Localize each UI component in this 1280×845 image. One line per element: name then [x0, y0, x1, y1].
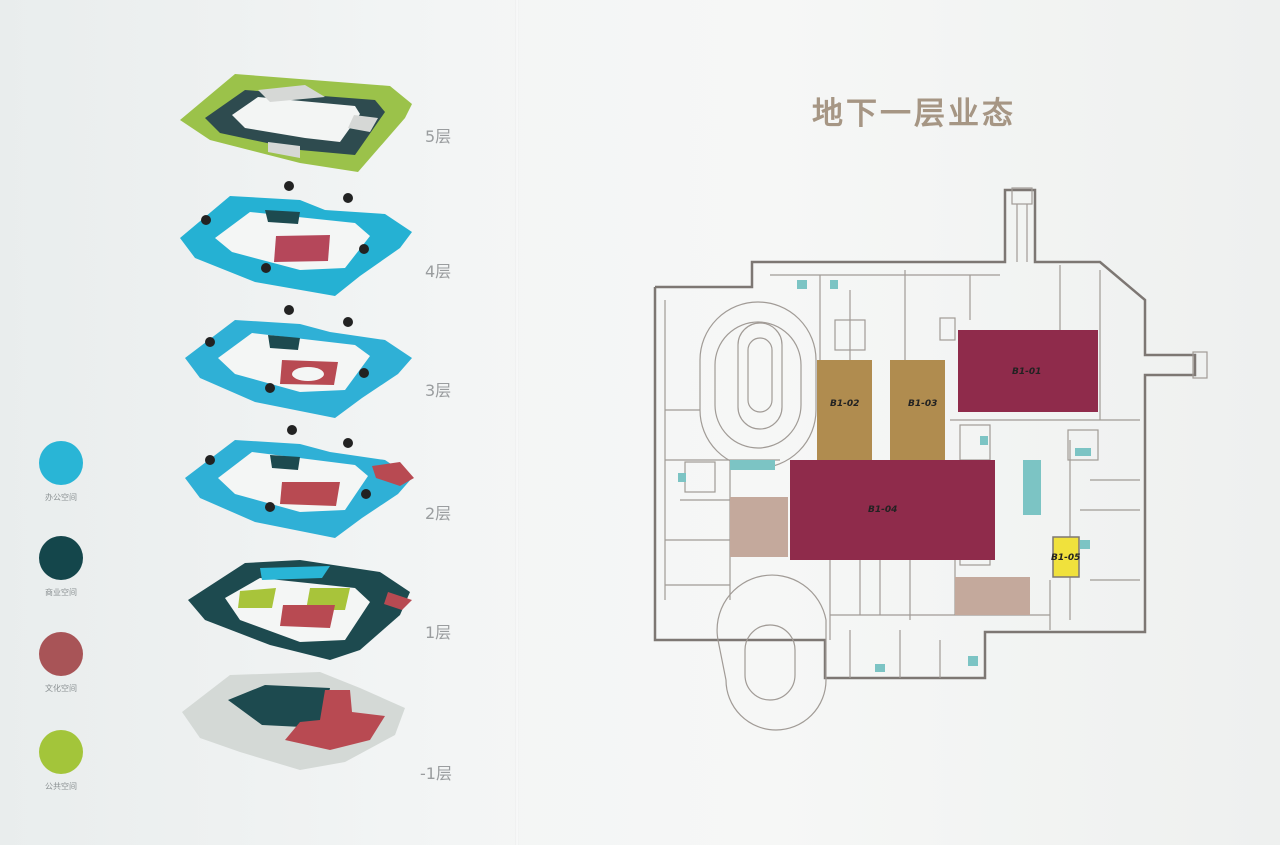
- floor-label-3: 3层: [425, 381, 452, 400]
- floor-1-plan: [188, 560, 412, 660]
- marker-4f-3: [343, 193, 353, 203]
- floor-5-plan: [180, 74, 412, 172]
- unit-label-b1-02: B1-02: [830, 399, 859, 409]
- unlabeled-space-west: [730, 497, 788, 557]
- unlabeled-space-south: [955, 577, 1030, 615]
- unit-label-b1-01: B1-01: [1012, 367, 1041, 377]
- floor-label-b1: -1层: [420, 764, 452, 783]
- legend-swatch-culture: [39, 632, 83, 676]
- unit-label-b1-05: B1-05: [1051, 553, 1080, 563]
- unit-label-b1-03: B1-03: [908, 399, 937, 409]
- marker-3f-5: [265, 383, 275, 393]
- floor-label-2: 2层: [425, 504, 452, 523]
- floor-2-plan: [185, 425, 414, 538]
- marker-2f-5: [265, 502, 275, 512]
- marker-4f-1: [201, 215, 211, 225]
- page-fold: [515, 0, 519, 845]
- legend-item-public: 公共空间: [36, 730, 86, 792]
- marker-3f-2: [284, 305, 294, 315]
- marker-4f-4: [359, 244, 369, 254]
- unit-b1-05[interactable]: B1-05: [1051, 536, 1080, 578]
- marker-2f-4: [361, 489, 371, 499]
- marker-2f-2: [287, 425, 297, 435]
- floor-label-4: 4层: [425, 262, 452, 281]
- unit-b1-02[interactable]: B1-02: [817, 360, 872, 460]
- legend-label-public: 公共空间: [45, 782, 77, 791]
- marker-3f-4: [359, 368, 369, 378]
- legend-swatch-office: [39, 441, 83, 485]
- marker-2f-1: [205, 455, 215, 465]
- legend-swatch-commercial: [39, 536, 83, 580]
- legend-swatch-public: [39, 730, 83, 774]
- unit-b1-04[interactable]: B1-04: [790, 460, 995, 560]
- marker-3f-3: [343, 317, 353, 327]
- marker-4f-2: [284, 181, 294, 191]
- legend-label-office: 办公空间: [45, 493, 77, 502]
- marker-4f-5: [261, 263, 271, 273]
- unit-label-b1-04: B1-04: [868, 505, 897, 515]
- floor-3-plan: [185, 305, 412, 418]
- unit-b1-01[interactable]: B1-01: [958, 330, 1098, 412]
- page-title: 地下一层业态: [812, 96, 1016, 132]
- marker-3f-1: [205, 337, 215, 347]
- floor-label-5: 5层: [425, 127, 452, 146]
- legend-label-commercial: 商业空间: [45, 588, 77, 597]
- legend-item-culture: 文化空间: [36, 632, 86, 694]
- legend-item-commercial: 商业空间: [36, 536, 86, 598]
- floor-b1-plan: [182, 672, 405, 770]
- floor-label-1: 1层: [425, 623, 452, 642]
- legend-item-office: 办公空间: [36, 441, 86, 503]
- floor-4-plan: [180, 181, 412, 296]
- legend-label-culture: 文化空间: [45, 684, 77, 693]
- marker-2f-3: [343, 438, 353, 448]
- unit-b1-03[interactable]: B1-03: [890, 360, 945, 460]
